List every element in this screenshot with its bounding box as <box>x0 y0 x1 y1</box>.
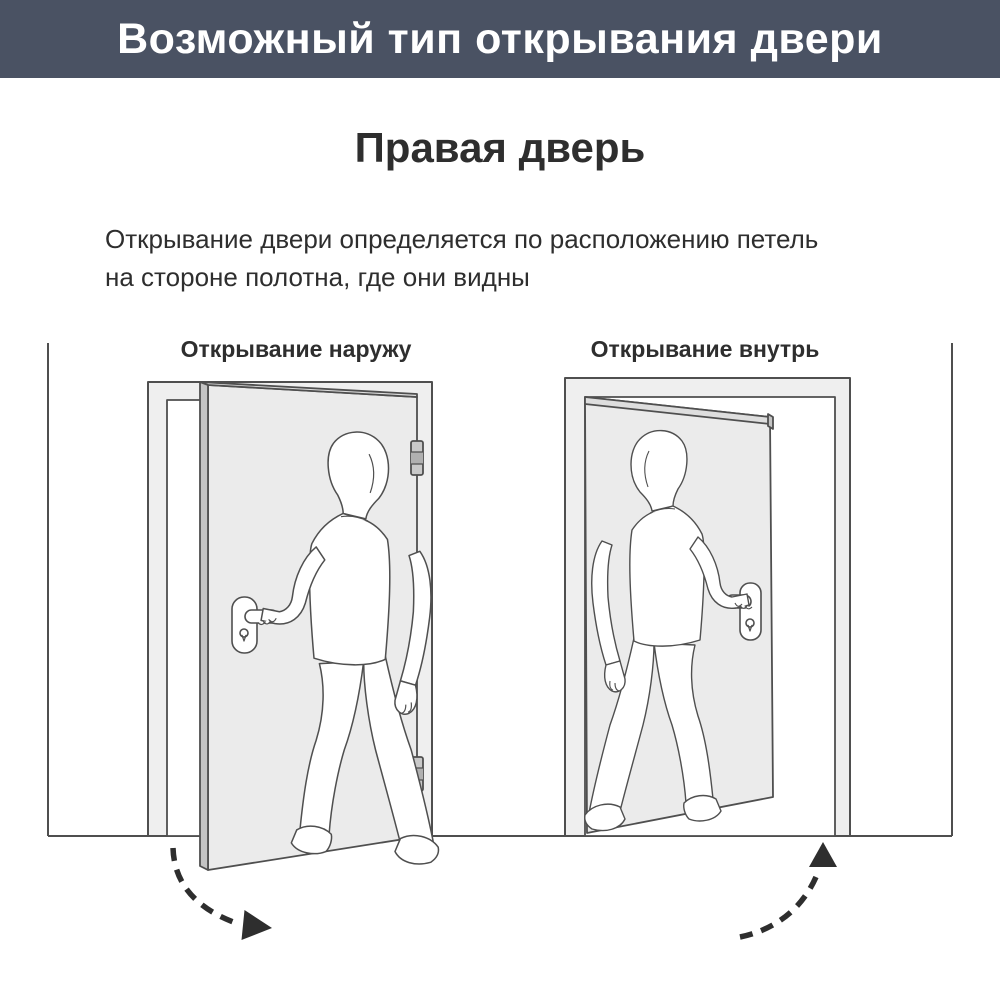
hinge-top-icon <box>410 440 424 476</box>
shoe-front <box>394 834 440 865</box>
label-opening-outward: Открывание наружу <box>180 336 412 362</box>
person-torso <box>308 512 391 666</box>
person-figure <box>584 429 753 832</box>
person-head <box>327 431 390 520</box>
hand-on-handle <box>734 602 753 610</box>
description-line-1: Открывание двери определяется по располо… <box>105 224 819 254</box>
shoe-back <box>683 794 722 822</box>
description-line-2: на стороне полотна, где они видны <box>105 262 530 292</box>
person-figure <box>257 431 440 865</box>
diagram-opening-outward <box>47 343 500 940</box>
diagram-opening-inward <box>500 343 953 940</box>
description-text: Открывание двери определяется по располо… <box>105 220 915 296</box>
banner-title: Возможный тип открывания двери <box>117 14 883 63</box>
shoe-back <box>290 825 333 855</box>
person-torso <box>629 505 705 647</box>
hand-on-handle <box>257 617 277 626</box>
swing-arrow-outward <box>170 847 272 940</box>
person-head <box>630 429 688 512</box>
door-front-edge <box>199 381 209 871</box>
door-free-edge <box>767 413 774 430</box>
page-title: Правая дверь <box>354 124 646 171</box>
banner: Возможный тип открывания двери <box>0 0 1000 78</box>
shoe-front <box>584 803 626 832</box>
swing-arrow-inward <box>739 842 837 940</box>
label-opening-inward: Открывание внутрь <box>590 336 820 362</box>
